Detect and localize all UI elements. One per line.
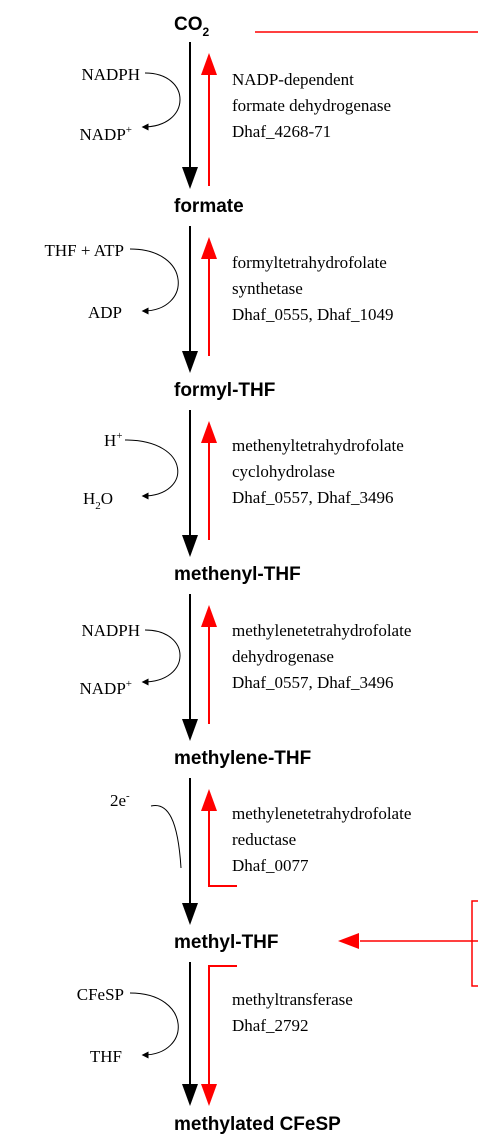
forward-arrowhead: [182, 1084, 198, 1106]
enzyme-line-1: NADP-dependent: [232, 70, 354, 89]
metabolite-methyl-thf: methyl-THF: [174, 932, 279, 953]
methyl-thf-red-arrowhead: [338, 933, 359, 949]
step-4-methylenetetrahydrofolate-dehydrogenase: NADPH NADP+ methylenetetrahydrofolate de…: [79, 594, 411, 741]
red-arrowhead: [201, 1084, 217, 1106]
enzyme-gene-ids: Dhaf_2792: [232, 1016, 308, 1035]
cofactor-out-label: H2O: [83, 489, 113, 512]
enzyme-line-1: methyltransferase: [232, 990, 353, 1009]
metabolite-methylene-thf: methylene-THF: [174, 748, 311, 769]
step-3-methenyltetrahydrofolate-cyclohydrolase: H+ H2O methenyltetrahydrofolate cyclohyd…: [83, 410, 404, 557]
metabolite-formyl-thf: formyl-THF: [174, 380, 275, 401]
enzyme-line-1: methylenetetrahydrofolate: [232, 804, 411, 823]
cofactor-out-label: NADP+: [79, 678, 132, 698]
cofactor-in-label: NADPH: [81, 621, 140, 640]
cofactor-curve: [124, 439, 179, 500]
enzyme-gene-ids: Dhaf_0555, Dhaf_1049: [232, 305, 393, 324]
reverse-arrowhead: [201, 53, 217, 75]
cofactor-out-label: ADP: [88, 303, 122, 322]
cofactor-in-label: NADPH: [81, 65, 140, 84]
forward-arrowhead: [182, 167, 198, 189]
reverse-arrowhead: [201, 421, 217, 443]
reverse-arrow-shaft: [208, 810, 237, 887]
cofactor-curve: [150, 804, 182, 869]
cofactor-curve: [141, 72, 181, 131]
step-1-formate-dehydrogenase: NADPH NADP+ NADP-dependent formate dehyd…: [79, 42, 391, 189]
forward-arrowhead: [182, 351, 198, 373]
metabolite-co2: CO2: [174, 14, 210, 39]
enzyme-line-2: reductase: [232, 830, 296, 849]
enzyme-line-1: formyltetrahydrofolate: [232, 253, 387, 272]
cofactor-in-label: H+: [104, 430, 123, 450]
metabolite-methylated-cfesp: methylated CFeSP: [174, 1114, 341, 1135]
enzyme-line-2: dehydrogenase: [232, 647, 334, 666]
enzyme-line-2: formate dehydrogenase: [232, 96, 391, 115]
step-5-methylenetetrahydrofolate-reductase: 2e- methylenetetrahydrofolate reductase …: [110, 778, 411, 925]
enzyme-gene-ids: Dhaf_0557, Dhaf_3496: [232, 673, 393, 692]
metabolite-methenyl-thf: methenyl-THF: [174, 564, 301, 585]
right-bracket-red-line: [471, 900, 478, 987]
cofactor-curve: [129, 248, 179, 315]
cofactor-curve: [129, 992, 179, 1059]
reverse-arrowhead: [201, 605, 217, 627]
enzyme-gene-ids: Dhaf_0077: [232, 856, 309, 875]
cofactor-in-label: THF + ATP: [45, 241, 125, 260]
enzyme-line-2: synthetase: [232, 279, 303, 298]
cofactor-out-label: NADP+: [79, 124, 132, 144]
step-6-methyltransferase: CFeSP THF methyltransferase Dhaf_2792: [77, 962, 353, 1106]
enzyme-line-1: methylenetetrahydrofolate: [232, 621, 411, 640]
reverse-arrowhead: [201, 237, 217, 259]
forward-arrowhead: [182, 903, 198, 925]
cofactor-in-label: CFeSP: [77, 985, 124, 1004]
enzyme-line-1: methenyltetrahydrofolate: [232, 436, 404, 455]
red-arrow-shaft: [208, 965, 237, 1085]
cofactor-out-label: THF: [90, 1047, 122, 1066]
enzyme-gene-ids: Dhaf_4268-71: [232, 122, 331, 141]
enzyme-line-2: cyclohydrolase: [232, 462, 335, 481]
reverse-arrowhead: [201, 789, 217, 811]
cofactor-curve: [141, 629, 181, 686]
forward-arrowhead: [182, 719, 198, 741]
forward-arrowhead: [182, 535, 198, 557]
step-2-formyltetrahydrofolate-synthetase: THF + ATP ADP formyltetrahydrofolate syn…: [45, 226, 393, 373]
cofactor-in-label: 2e-: [110, 790, 130, 810]
enzyme-gene-ids: Dhaf_0557, Dhaf_3496: [232, 488, 393, 507]
metabolite-formate: formate: [174, 196, 244, 217]
